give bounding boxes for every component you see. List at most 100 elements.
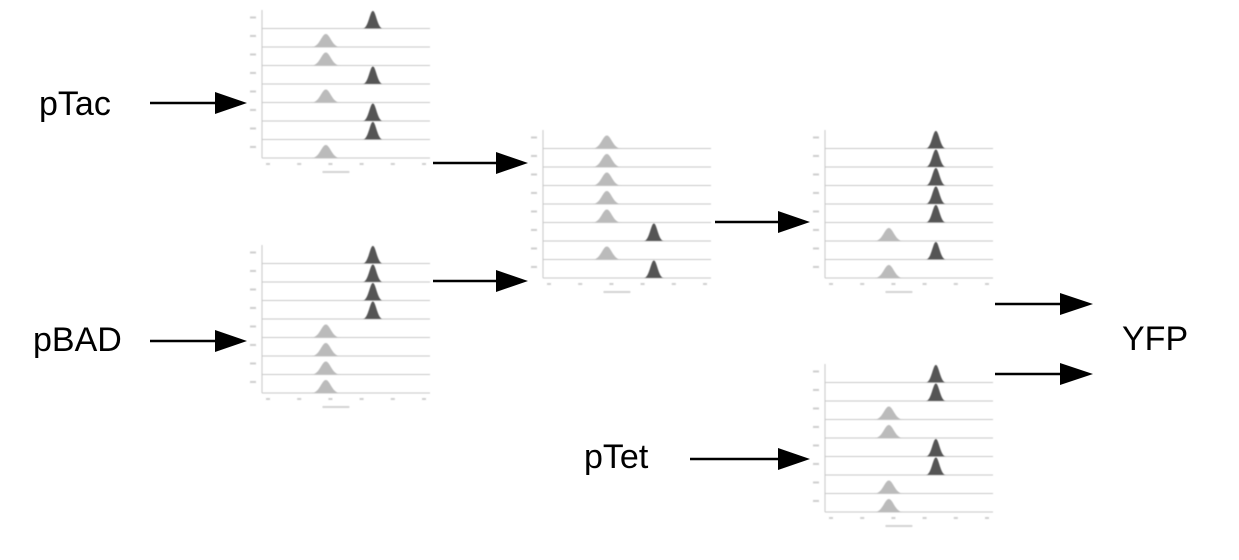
high-expression-peak <box>362 66 383 84</box>
row-tick-label <box>250 108 256 111</box>
x-tick-label <box>359 398 364 400</box>
ptet-label: pTet <box>584 438 649 476</box>
arrow-pbad-input <box>150 330 247 352</box>
row-tick-label <box>250 53 256 56</box>
row-tick-label <box>250 362 256 365</box>
low-expression-peak <box>592 246 621 260</box>
row-tick-label <box>813 462 819 465</box>
row-tick-label <box>813 210 819 213</box>
x-tick-label <box>953 517 958 519</box>
x-tick-label <box>922 517 927 519</box>
high-expression-peak <box>362 282 383 301</box>
arrow-ptac-to-middle <box>433 152 528 174</box>
x-tick-label <box>922 283 927 285</box>
row-tick-label <box>531 228 537 231</box>
x-tick-label <box>985 283 989 285</box>
low-expression-peak <box>311 145 340 158</box>
x-tick-label <box>422 398 426 400</box>
row-tick-label <box>813 154 819 157</box>
row-tick-label <box>813 444 819 447</box>
high-expression-peak <box>925 204 946 223</box>
low-expression-peak <box>592 172 621 186</box>
row-tick-label <box>250 127 256 130</box>
row-tick-label <box>250 269 256 272</box>
x-tick-label <box>671 283 676 285</box>
yfp-label: YFP <box>1122 320 1189 358</box>
row-tick-label <box>250 288 256 291</box>
row-tick-label <box>250 90 256 93</box>
x-tick-label <box>609 283 614 285</box>
high-expression-peak <box>362 103 383 121</box>
row-tick-label <box>813 388 819 391</box>
x-axis-label <box>885 525 913 527</box>
low-expression-peak <box>874 480 903 494</box>
row-tick-label <box>813 247 819 250</box>
low-expression-peak <box>311 34 340 47</box>
low-expression-peak <box>311 343 340 356</box>
row-tick-label <box>813 425 819 428</box>
high-expression-peak <box>925 241 946 260</box>
high-expression-peak <box>925 438 946 457</box>
low-expression-peak <box>874 425 903 438</box>
high-expression-peak <box>643 223 664 241</box>
high-expression-peak <box>925 167 946 186</box>
x-tick-label <box>578 283 583 285</box>
high-expression-peak <box>925 149 946 167</box>
x-tick-label <box>860 517 865 519</box>
row-tick-label <box>250 16 256 19</box>
row-tick-label <box>531 154 537 157</box>
row-tick-label <box>250 34 256 37</box>
low-expression-peak <box>592 191 621 204</box>
high-expression-peak <box>362 10 383 29</box>
low-expression-peak <box>874 406 903 420</box>
x-tick-label <box>390 163 395 165</box>
low-expression-peak <box>311 361 340 375</box>
row-tick-label <box>250 343 256 346</box>
row-tick-label <box>531 136 537 139</box>
high-expression-peak <box>925 364 946 383</box>
high-expression-peak <box>925 130 946 149</box>
row-tick-label <box>813 136 819 139</box>
high-expression-peak <box>925 383 946 401</box>
x-tick-label <box>547 283 551 285</box>
x-tick-label <box>953 283 958 285</box>
low-expression-peak <box>874 265 903 278</box>
row-tick-label <box>250 380 256 383</box>
high-expression-peak <box>362 264 383 282</box>
low-expression-peak <box>592 209 621 223</box>
x-tick-label <box>266 398 270 400</box>
pbad-label: pBAD <box>33 321 122 359</box>
row-tick-label <box>531 173 537 176</box>
ptet-histogram-panel <box>813 364 993 527</box>
arrow-ptet-to-yfp <box>995 363 1093 385</box>
pbad-histogram-panel <box>250 245 430 408</box>
x-tick-label <box>985 517 989 519</box>
middle-histogram-panel <box>531 130 711 293</box>
row-tick-label <box>813 481 819 484</box>
low-expression-peak <box>874 499 903 512</box>
x-axis-label <box>885 291 913 293</box>
x-tick-label <box>703 283 707 285</box>
arrow-pbad-to-middle <box>433 270 528 292</box>
high-expression-peak <box>643 260 664 278</box>
high-expression-peak <box>925 457 946 475</box>
low-expression-peak <box>311 324 340 338</box>
x-tick-label <box>328 163 333 165</box>
x-tick-label <box>860 283 865 285</box>
right-upper-histogram-panel <box>813 130 993 293</box>
row-tick-label <box>813 499 819 502</box>
low-expression-peak <box>592 154 621 167</box>
row-tick-label <box>250 251 256 254</box>
x-tick-label <box>422 163 426 165</box>
row-tick-label <box>531 191 537 194</box>
low-expression-peak <box>311 52 340 66</box>
x-axis-label <box>322 406 350 408</box>
row-tick-label <box>250 71 256 74</box>
row-tick-label <box>813 265 819 268</box>
row-tick-label <box>813 370 819 373</box>
x-axis-label <box>603 291 631 293</box>
arrow-right-upper-to-yfp <box>995 293 1093 315</box>
low-expression-peak <box>311 380 340 393</box>
high-expression-peak <box>362 301 383 319</box>
